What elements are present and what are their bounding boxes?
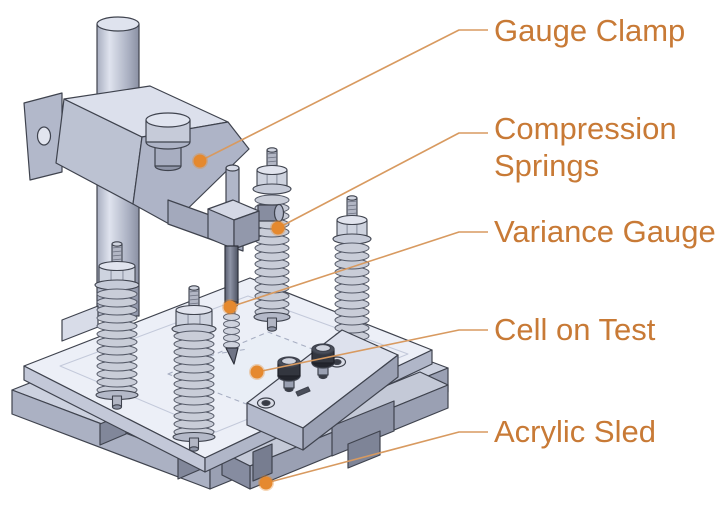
ear-hole	[36, 126, 52, 146]
leader-line-variance-gauge	[229, 231, 488, 308]
marker-dot-cell-on-test	[249, 364, 265, 380]
leader-line-gauge-clamp	[199, 29, 488, 162]
marker-dot-variance-gauge	[222, 299, 238, 315]
callout-label-acrylic-sled: Acrylic Sled	[494, 413, 656, 450]
callout-layer	[192, 29, 488, 491]
marker-dot-compression-springs	[270, 220, 286, 236]
leader-line-compression-springs	[277, 132, 488, 229]
compression-spring-front	[171, 285, 217, 452]
leader-line-cell-on-test	[256, 329, 488, 373]
callout-label-line: Acrylic Sled	[494, 414, 656, 449]
gauge-clamp-part	[23, 85, 285, 252]
terminal-post	[311, 343, 335, 380]
gauge-sub-clamp	[207, 164, 285, 250]
callout-label-line: Gauge Clamp	[494, 13, 686, 48]
compression-spring-left	[94, 241, 140, 410]
clamp-knob	[145, 112, 191, 172]
callout-label-line: Compression	[494, 111, 677, 146]
leader-line-acrylic-sled	[265, 431, 488, 484]
callout-label-line: Variance Gauge	[494, 214, 716, 249]
callout-label-line: Cell on Test	[494, 312, 656, 347]
marker-dot-gauge-clamp	[192, 153, 208, 169]
callout-label-cell-on-test: Cell on Test	[494, 311, 655, 348]
callout-label-line: Springs	[494, 148, 600, 183]
callout-label-gauge-clamp: Gauge Clamp	[494, 12, 685, 49]
marker-dot-acrylic-sled	[258, 475, 274, 491]
callout-label-variance-gauge: Variance Gauge	[494, 213, 716, 250]
